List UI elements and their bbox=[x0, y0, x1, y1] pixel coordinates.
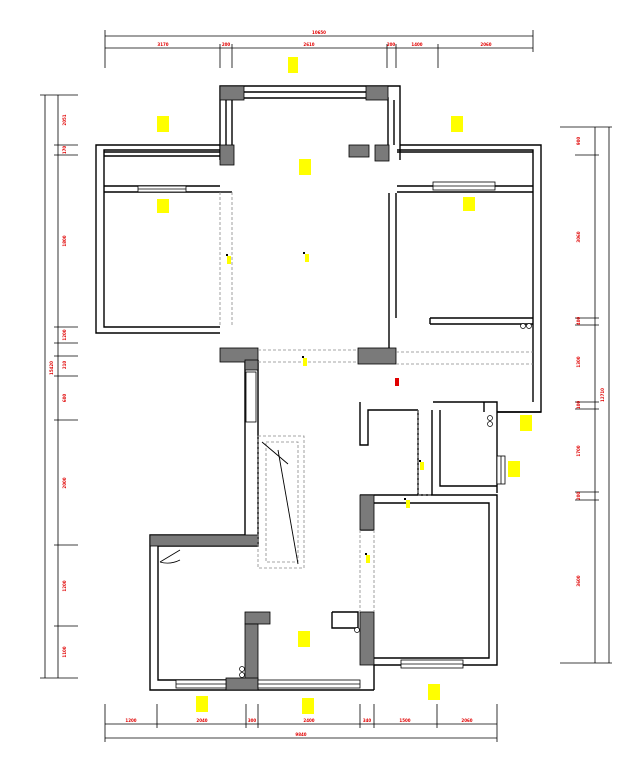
column bbox=[244, 359, 259, 371]
top-dim-6: 2060 bbox=[480, 42, 491, 47]
left-dimension-chain bbox=[40, 94, 78, 679]
column bbox=[348, 144, 370, 158]
dashed-lines bbox=[219, 192, 533, 612]
column bbox=[359, 611, 375, 666]
bottom-dim-3: 300 bbox=[248, 718, 257, 723]
right-dim-6: 1700 bbox=[576, 445, 581, 456]
floor-drain-icon bbox=[526, 323, 532, 329]
column bbox=[219, 347, 259, 363]
left-segment-labels: 2051 170 1800 1200 210 600 2000 1200 110… bbox=[62, 114, 67, 657]
left-dim-2: 170 bbox=[62, 146, 67, 155]
right-overall-dimension: 12710 bbox=[600, 388, 605, 402]
room-tag-icon bbox=[451, 116, 463, 132]
top-dim-4: 200 bbox=[387, 42, 396, 47]
floor-drains bbox=[239, 323, 532, 678]
top-overall-dimension: 10650 bbox=[312, 30, 326, 35]
room-tag-icon bbox=[508, 461, 520, 477]
bottom-dim-4: 2400 bbox=[303, 718, 314, 723]
column bbox=[225, 677, 259, 691]
column bbox=[374, 144, 390, 162]
room-tag-icon bbox=[196, 696, 208, 712]
floor-drain-icon bbox=[354, 627, 360, 633]
room-tags bbox=[157, 57, 532, 714]
light-fixture-icon bbox=[419, 460, 424, 470]
column bbox=[219, 85, 245, 101]
light-fixture-icon bbox=[404, 498, 410, 508]
bottom-dim-2: 2040 bbox=[196, 718, 207, 723]
room-tag-icon bbox=[463, 197, 475, 211]
door-swing-icon bbox=[159, 549, 181, 564]
light-fixture-icon bbox=[302, 356, 307, 366]
bottom-dim-7: 2060 bbox=[461, 718, 472, 723]
left-dim-8: 1200 bbox=[62, 580, 67, 591]
floor-drain-icon bbox=[520, 323, 526, 329]
floor-drain-icon bbox=[239, 672, 245, 678]
left-dim-3: 1800 bbox=[62, 235, 67, 246]
column bbox=[357, 347, 397, 365]
room-tag-icon bbox=[299, 159, 311, 175]
right-dimension-chain bbox=[560, 126, 612, 664]
left-dim-9: 1100 bbox=[62, 646, 67, 657]
window-icon bbox=[432, 181, 496, 191]
right-dim-8: 3600 bbox=[576, 575, 581, 586]
walls bbox=[95, 85, 542, 691]
room-tag-icon bbox=[157, 116, 169, 132]
structural-columns bbox=[149, 85, 397, 691]
room-tag-icon bbox=[520, 415, 532, 431]
window-icon bbox=[257, 679, 361, 689]
floor-drain-icon bbox=[487, 415, 493, 421]
right-dim-5: 100 bbox=[576, 401, 581, 410]
bottom-overall-dimension: 9840 bbox=[295, 732, 306, 737]
right-dim-4: 1300 bbox=[576, 356, 581, 367]
light-fixture-icon bbox=[395, 378, 399, 386]
top-segment-labels: 3170 200 2610 200 1400 2060 bbox=[157, 42, 491, 47]
bottom-dim-6: 1500 bbox=[399, 718, 410, 723]
window-icon bbox=[400, 659, 464, 669]
column bbox=[149, 534, 259, 547]
room-tag-icon bbox=[302, 698, 314, 714]
top-dim-5: 1400 bbox=[411, 42, 422, 47]
top-dimension-chain bbox=[104, 30, 534, 68]
top-dim-3: 2610 bbox=[303, 42, 314, 47]
light-fixture-icon bbox=[226, 254, 231, 264]
left-dim-6: 600 bbox=[62, 394, 67, 403]
room-tag-icon bbox=[288, 57, 298, 73]
bottom-segment-labels: 1200 2040 300 2400 340 1500 2060 bbox=[125, 718, 472, 723]
light-fixture-icon bbox=[365, 553, 370, 563]
light-fixtures bbox=[226, 252, 424, 563]
bottom-dim-5: 340 bbox=[363, 718, 372, 723]
bottom-dimension-chain bbox=[104, 704, 498, 742]
room-tag-icon bbox=[157, 199, 169, 213]
left-dim-4: 1200 bbox=[62, 329, 67, 340]
light-fixture-icon bbox=[303, 252, 309, 262]
stair-lines bbox=[261, 441, 299, 565]
column bbox=[244, 611, 271, 625]
column bbox=[359, 494, 375, 531]
right-dim-1: 900 bbox=[576, 137, 581, 146]
top-dim-2: 200 bbox=[222, 42, 231, 47]
left-dim-5: 210 bbox=[62, 361, 67, 370]
column bbox=[219, 144, 235, 166]
floor-drain-icon bbox=[239, 666, 245, 672]
right-dim-2: 3060 bbox=[576, 231, 581, 242]
window-icon bbox=[137, 185, 187, 193]
window-icon bbox=[175, 679, 227, 689]
right-segment-labels: 900 3060 400 1300 100 1700 200 3600 bbox=[576, 137, 581, 587]
column bbox=[365, 85, 389, 101]
room-tag-icon bbox=[298, 631, 310, 647]
windows bbox=[137, 181, 506, 689]
right-dim-3: 400 bbox=[576, 317, 581, 326]
left-overall-dimension: 15420 bbox=[49, 361, 54, 375]
bottom-dim-1: 1200 bbox=[125, 718, 136, 723]
floor-drain-icon bbox=[487, 421, 493, 427]
top-dim-1: 3170 bbox=[157, 42, 168, 47]
window-icon bbox=[245, 371, 257, 423]
right-dim-7: 200 bbox=[576, 492, 581, 501]
window-icon bbox=[496, 455, 506, 485]
room-tag-icon bbox=[428, 684, 440, 700]
left-dim-1: 2051 bbox=[62, 114, 67, 125]
left-dim-7: 2000 bbox=[62, 477, 67, 488]
